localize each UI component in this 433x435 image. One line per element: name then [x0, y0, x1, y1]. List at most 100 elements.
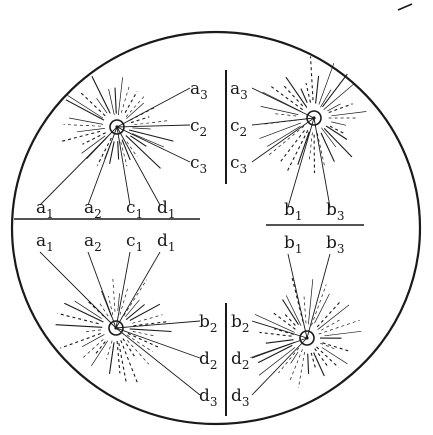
astral-ray — [61, 131, 100, 141]
chromosome-label: b2 — [199, 312, 218, 335]
spindle-fiber — [116, 321, 200, 328]
spindle-fiber — [252, 88, 314, 118]
astral-ray — [91, 341, 107, 366]
astral-ray — [319, 63, 334, 104]
astral-ray — [64, 125, 101, 127]
chromosome-label: c1 — [126, 231, 143, 254]
astral-ray — [86, 330, 101, 332]
chromosome-label: d3 — [199, 386, 218, 409]
astral-ray — [92, 76, 110, 113]
astral-ray — [316, 76, 319, 104]
astral-ray — [292, 278, 303, 322]
spindle-fiber — [252, 338, 307, 395]
astral-ray — [259, 123, 301, 139]
astral-ray — [320, 343, 336, 349]
astral-ray — [118, 141, 119, 159]
astral-ray — [123, 339, 136, 359]
bottom-group-labels: b2 d2 d3 b2 d2 d3 — [199, 312, 250, 409]
chromosome-label: a1 — [36, 231, 54, 254]
astral-ray — [113, 276, 115, 312]
astral-ray — [266, 340, 294, 344]
chromosome-label: a3 — [190, 79, 208, 102]
astral-ray — [77, 128, 105, 131]
astral-ray — [331, 122, 346, 125]
astral-ray — [274, 329, 293, 335]
astral-ray — [66, 100, 104, 120]
astral-ray — [309, 133, 312, 160]
left-group-labels: a1 a2 c1 d1 a1 a2 c1 d1 — [36, 198, 176, 254]
astral-ray — [69, 118, 103, 124]
astral-ray — [311, 56, 314, 100]
chromosome-label: c3 — [230, 153, 247, 176]
spindle-fiber — [40, 252, 116, 328]
chromosome-label: d2 — [231, 349, 250, 372]
spindle-fiber — [40, 127, 117, 205]
astral-ray — [331, 112, 366, 116]
chromosome-label: c3 — [190, 153, 207, 176]
astral-ray — [323, 74, 348, 107]
astral-ray — [259, 347, 295, 375]
spindle-fiber — [252, 118, 314, 162]
chromosome-label: b1 — [284, 200, 303, 223]
astral-ray — [308, 354, 309, 374]
astral-ray — [97, 98, 108, 113]
astral-ray — [130, 329, 172, 332]
chromosome-label: d1 — [157, 198, 176, 221]
chromosome-label: a2 — [84, 231, 102, 254]
astral-ray — [132, 315, 162, 324]
chromosome-label: b2 — [231, 312, 250, 335]
astral-ray — [267, 126, 304, 156]
astral-ray — [315, 294, 330, 323]
spindle-fiber — [117, 88, 190, 127]
astral-ray — [326, 126, 347, 140]
chromosome-label: c1 — [126, 198, 143, 221]
astral-ray — [324, 128, 352, 157]
spindle-fiber — [116, 328, 200, 358]
astral-ray — [134, 121, 168, 125]
astral-ray — [60, 334, 100, 349]
astral-ray — [119, 343, 127, 383]
astral-ray — [306, 83, 311, 103]
chromosome-label: b1 — [284, 233, 303, 256]
astral-ray — [132, 128, 150, 129]
astral-ray — [118, 77, 122, 115]
astral-ray — [271, 86, 303, 110]
spindle-fiber — [88, 127, 117, 205]
chromosome-label: c2 — [230, 116, 247, 139]
spindle-fiber — [252, 118, 314, 125]
spindle-fiber — [117, 125, 190, 127]
astral-ray — [273, 114, 296, 117]
astral-ray — [121, 86, 129, 113]
astral-ray — [127, 335, 153, 352]
chromosome-label: b3 — [326, 233, 345, 256]
astral-ray — [56, 325, 103, 328]
astral-ray — [260, 332, 292, 336]
astral-ray — [115, 88, 116, 114]
astral-ray — [279, 348, 299, 373]
top-group-labels: a3 c2 c3 a3 c2 c3 — [190, 79, 248, 176]
astral-ray — [58, 313, 99, 323]
chromosome-label: b3 — [326, 200, 345, 223]
centrosome-top-right — [307, 111, 321, 125]
centrosome-bottom-right — [300, 331, 314, 345]
astral-ray — [286, 77, 307, 107]
astral-ray — [124, 280, 147, 316]
astral-ray — [317, 347, 339, 368]
right-group-labels: b1 b3 b1 b3 — [284, 200, 345, 256]
spindle-fiber — [288, 254, 307, 338]
cell-outline-tip — [398, 4, 412, 10]
spindle-fiber — [117, 127, 190, 162]
chromosome-label: a3 — [230, 79, 248, 102]
astral-ray — [314, 353, 325, 377]
chromosome-label: a1 — [36, 198, 54, 221]
chromosome-label: d1 — [157, 231, 176, 254]
astral-ray — [121, 340, 138, 385]
chromosome-label: d3 — [231, 386, 250, 409]
chromosome-label: d2 — [199, 349, 218, 372]
astral-ray — [324, 84, 354, 110]
astral-ray — [64, 303, 103, 322]
astral-ray — [325, 331, 362, 336]
chromosome-label: a2 — [84, 198, 102, 221]
astral-ray — [68, 95, 103, 118]
